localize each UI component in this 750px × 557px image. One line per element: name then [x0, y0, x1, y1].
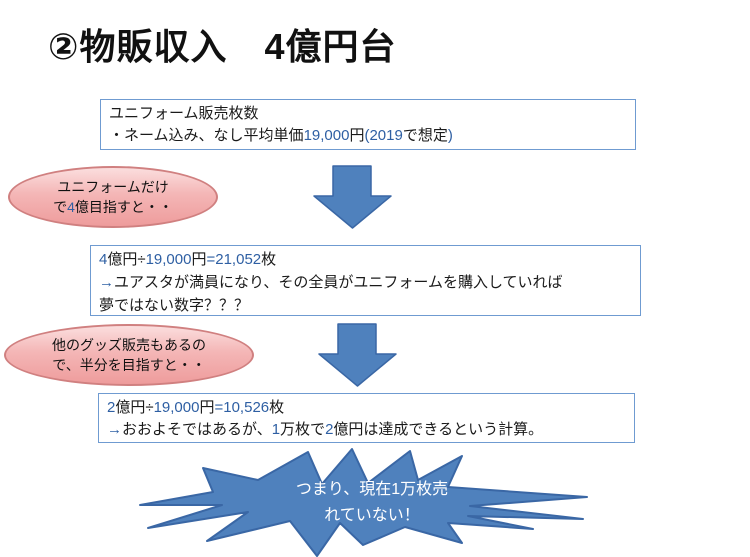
down-arrow-icon	[318, 323, 397, 387]
burst-line: つまり、現在1万枚売	[295, 481, 449, 498]
box-line: ユニフォーム販売枚数	[109, 105, 259, 122]
other-goods-callout: 他のグッズ販売もあるの で、半分を目指すと・・	[4, 324, 254, 386]
box-line: 夢ではない数字？？？	[99, 297, 250, 314]
four-hundred-million-calc-box: 4億円÷19,000円=21,052枚 →ユアスタが満員になり、その全員がユニフ…	[90, 245, 641, 316]
burst-line: れていない！	[324, 507, 420, 524]
callout-line: で、半分を目指すと・・	[52, 357, 206, 373]
callout-line: で4億目指すと・・	[53, 199, 173, 215]
box-line: 4億円÷19,000円=21,052枚	[99, 251, 277, 268]
uniform-sales-box: ユニフォーム販売枚数 ・ネーム込み、なし平均単価19,000円(2019で想定)	[100, 99, 636, 150]
explosion-shape	[139, 448, 588, 557]
box-line: →ユアスタが満員になり、その全員がユニフォームを購入していれば	[99, 274, 563, 291]
two-hundred-million-calc-box: 2億円÷19,000円=10,526枚 →おおよそではあるが、1万枚で2億円は達…	[98, 393, 635, 443]
callout-line: 他のグッズ販売もあるの	[52, 337, 206, 353]
box-line: 2億円÷19,000円=10,526枚	[107, 399, 285, 416]
callout-line: ユニフォームだけ	[57, 179, 169, 195]
burst-text: つまり、現在1万枚売 れていない！	[262, 477, 482, 529]
box-line: →おおよそではあるが、1万枚で2億円は達成できるという計算。	[107, 421, 544, 438]
box-line: ・ネーム込み、なし平均単価19,000円(2019で想定)	[109, 127, 453, 144]
uniform-only-callout: ユニフォームだけ で4億目指すと・・	[8, 166, 218, 228]
down-arrow-icon	[313, 165, 392, 229]
slide-title: ②物販収入 4億円台	[48, 26, 397, 67]
